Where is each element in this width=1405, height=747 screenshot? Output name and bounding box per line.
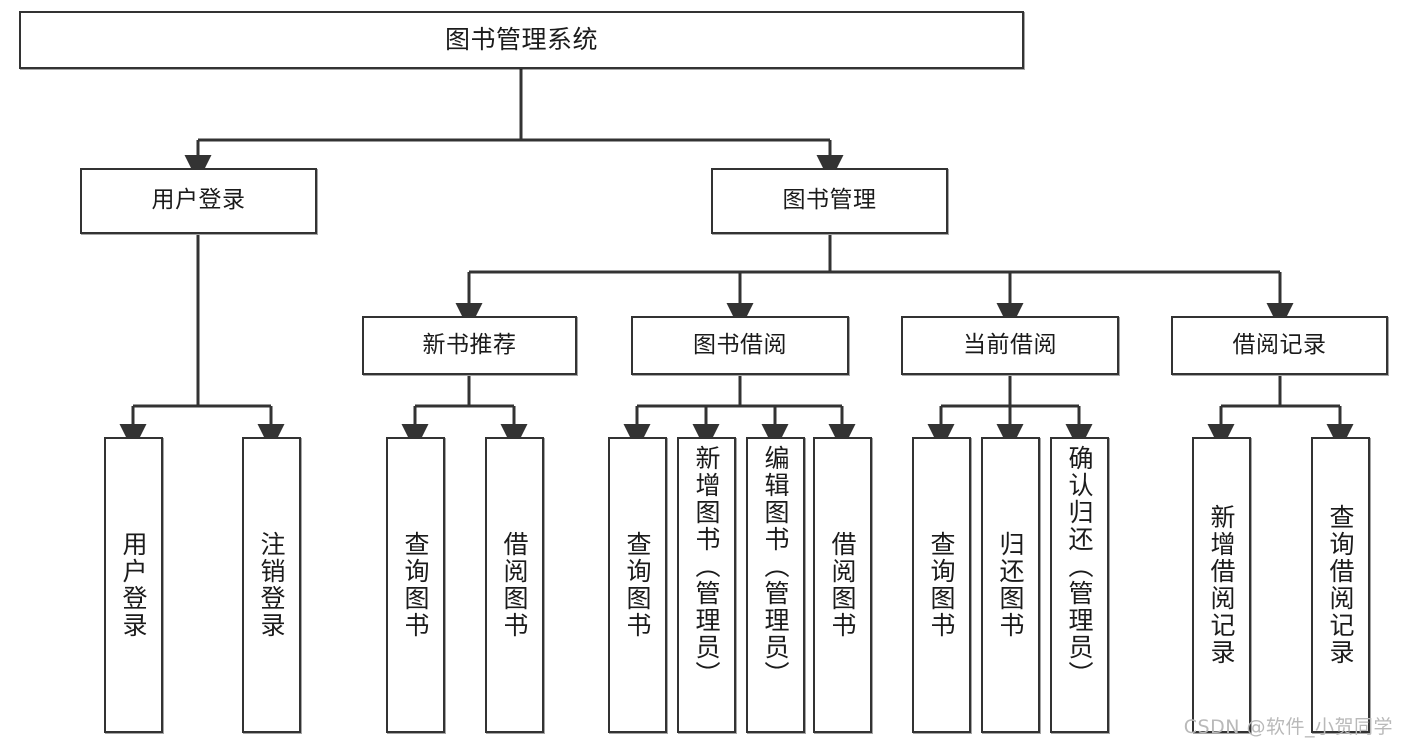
leaf-current-query-book[interactable]: 查询图书 bbox=[912, 437, 971, 733]
leaf-record-add-record[interactable]: 新增借阅记录 bbox=[1192, 437, 1251, 733]
node-label: 查询图书 bbox=[401, 531, 430, 639]
leaf-recommend-borrow-book[interactable]: 借阅图书 bbox=[485, 437, 544, 733]
leaf-borrow-borrow-book[interactable]: 借阅图书 bbox=[813, 437, 872, 733]
leaf-user-login-signout[interactable]: 注销登录 bbox=[242, 437, 301, 733]
node-label: 当前借阅 bbox=[963, 331, 1057, 358]
node-root-system[interactable]: 图书管理系统 bbox=[19, 11, 1024, 69]
watermark: CSDN @软件_小贺同学 bbox=[1183, 716, 1393, 738]
node-book-borrow[interactable]: 图书借阅 bbox=[631, 316, 849, 375]
node-label: 注销登录 bbox=[257, 531, 286, 639]
leaf-borrow-query-book[interactable]: 查询图书 bbox=[608, 437, 667, 733]
node-label: 借阅记录 bbox=[1232, 331, 1327, 358]
node-label: 用户登录 bbox=[119, 531, 148, 639]
node-label: 归还图书 bbox=[996, 531, 1025, 639]
node-label: 用户登录 bbox=[151, 187, 246, 214]
node-label: 编辑图书（管理员） bbox=[761, 445, 790, 688]
node-user-login[interactable]: 用户登录 bbox=[80, 168, 317, 234]
node-book-management[interactable]: 图书管理 bbox=[711, 168, 948, 234]
node-label: 图书管理 bbox=[782, 187, 877, 214]
node-new-book-recommend[interactable]: 新书推荐 bbox=[362, 316, 577, 375]
leaf-user-login-signin[interactable]: 用户登录 bbox=[104, 437, 163, 733]
node-label: 图书借阅 bbox=[693, 331, 787, 358]
node-label: 查询图书 bbox=[623, 531, 652, 639]
leaf-record-query-record[interactable]: 查询借阅记录 bbox=[1311, 437, 1370, 733]
node-label: 新增图书（管理员） bbox=[692, 445, 721, 688]
node-label: 查询借阅记录 bbox=[1326, 504, 1355, 666]
node-label: 查询图书 bbox=[927, 531, 956, 639]
node-label: 确认归还（管理员） bbox=[1065, 445, 1094, 688]
leaf-recommend-query-book[interactable]: 查询图书 bbox=[386, 437, 445, 733]
node-borrow-record[interactable]: 借阅记录 bbox=[1171, 316, 1388, 375]
node-label: 新增借阅记录 bbox=[1207, 504, 1236, 666]
node-current-borrow[interactable]: 当前借阅 bbox=[901, 316, 1119, 375]
node-label: 借阅图书 bbox=[500, 531, 529, 639]
leaf-current-confirm-return-admin[interactable]: 确认归还（管理员） bbox=[1050, 437, 1109, 733]
leaf-borrow-edit-book-admin[interactable]: 编辑图书（管理员） bbox=[746, 437, 805, 733]
node-label: 借阅图书 bbox=[828, 531, 857, 639]
leaf-current-return-book[interactable]: 归还图书 bbox=[981, 437, 1040, 733]
node-label: 新书推荐 bbox=[422, 331, 517, 358]
node-label: 图书管理系统 bbox=[444, 25, 598, 54]
leaf-borrow-add-book-admin[interactable]: 新增图书（管理员） bbox=[677, 437, 736, 733]
